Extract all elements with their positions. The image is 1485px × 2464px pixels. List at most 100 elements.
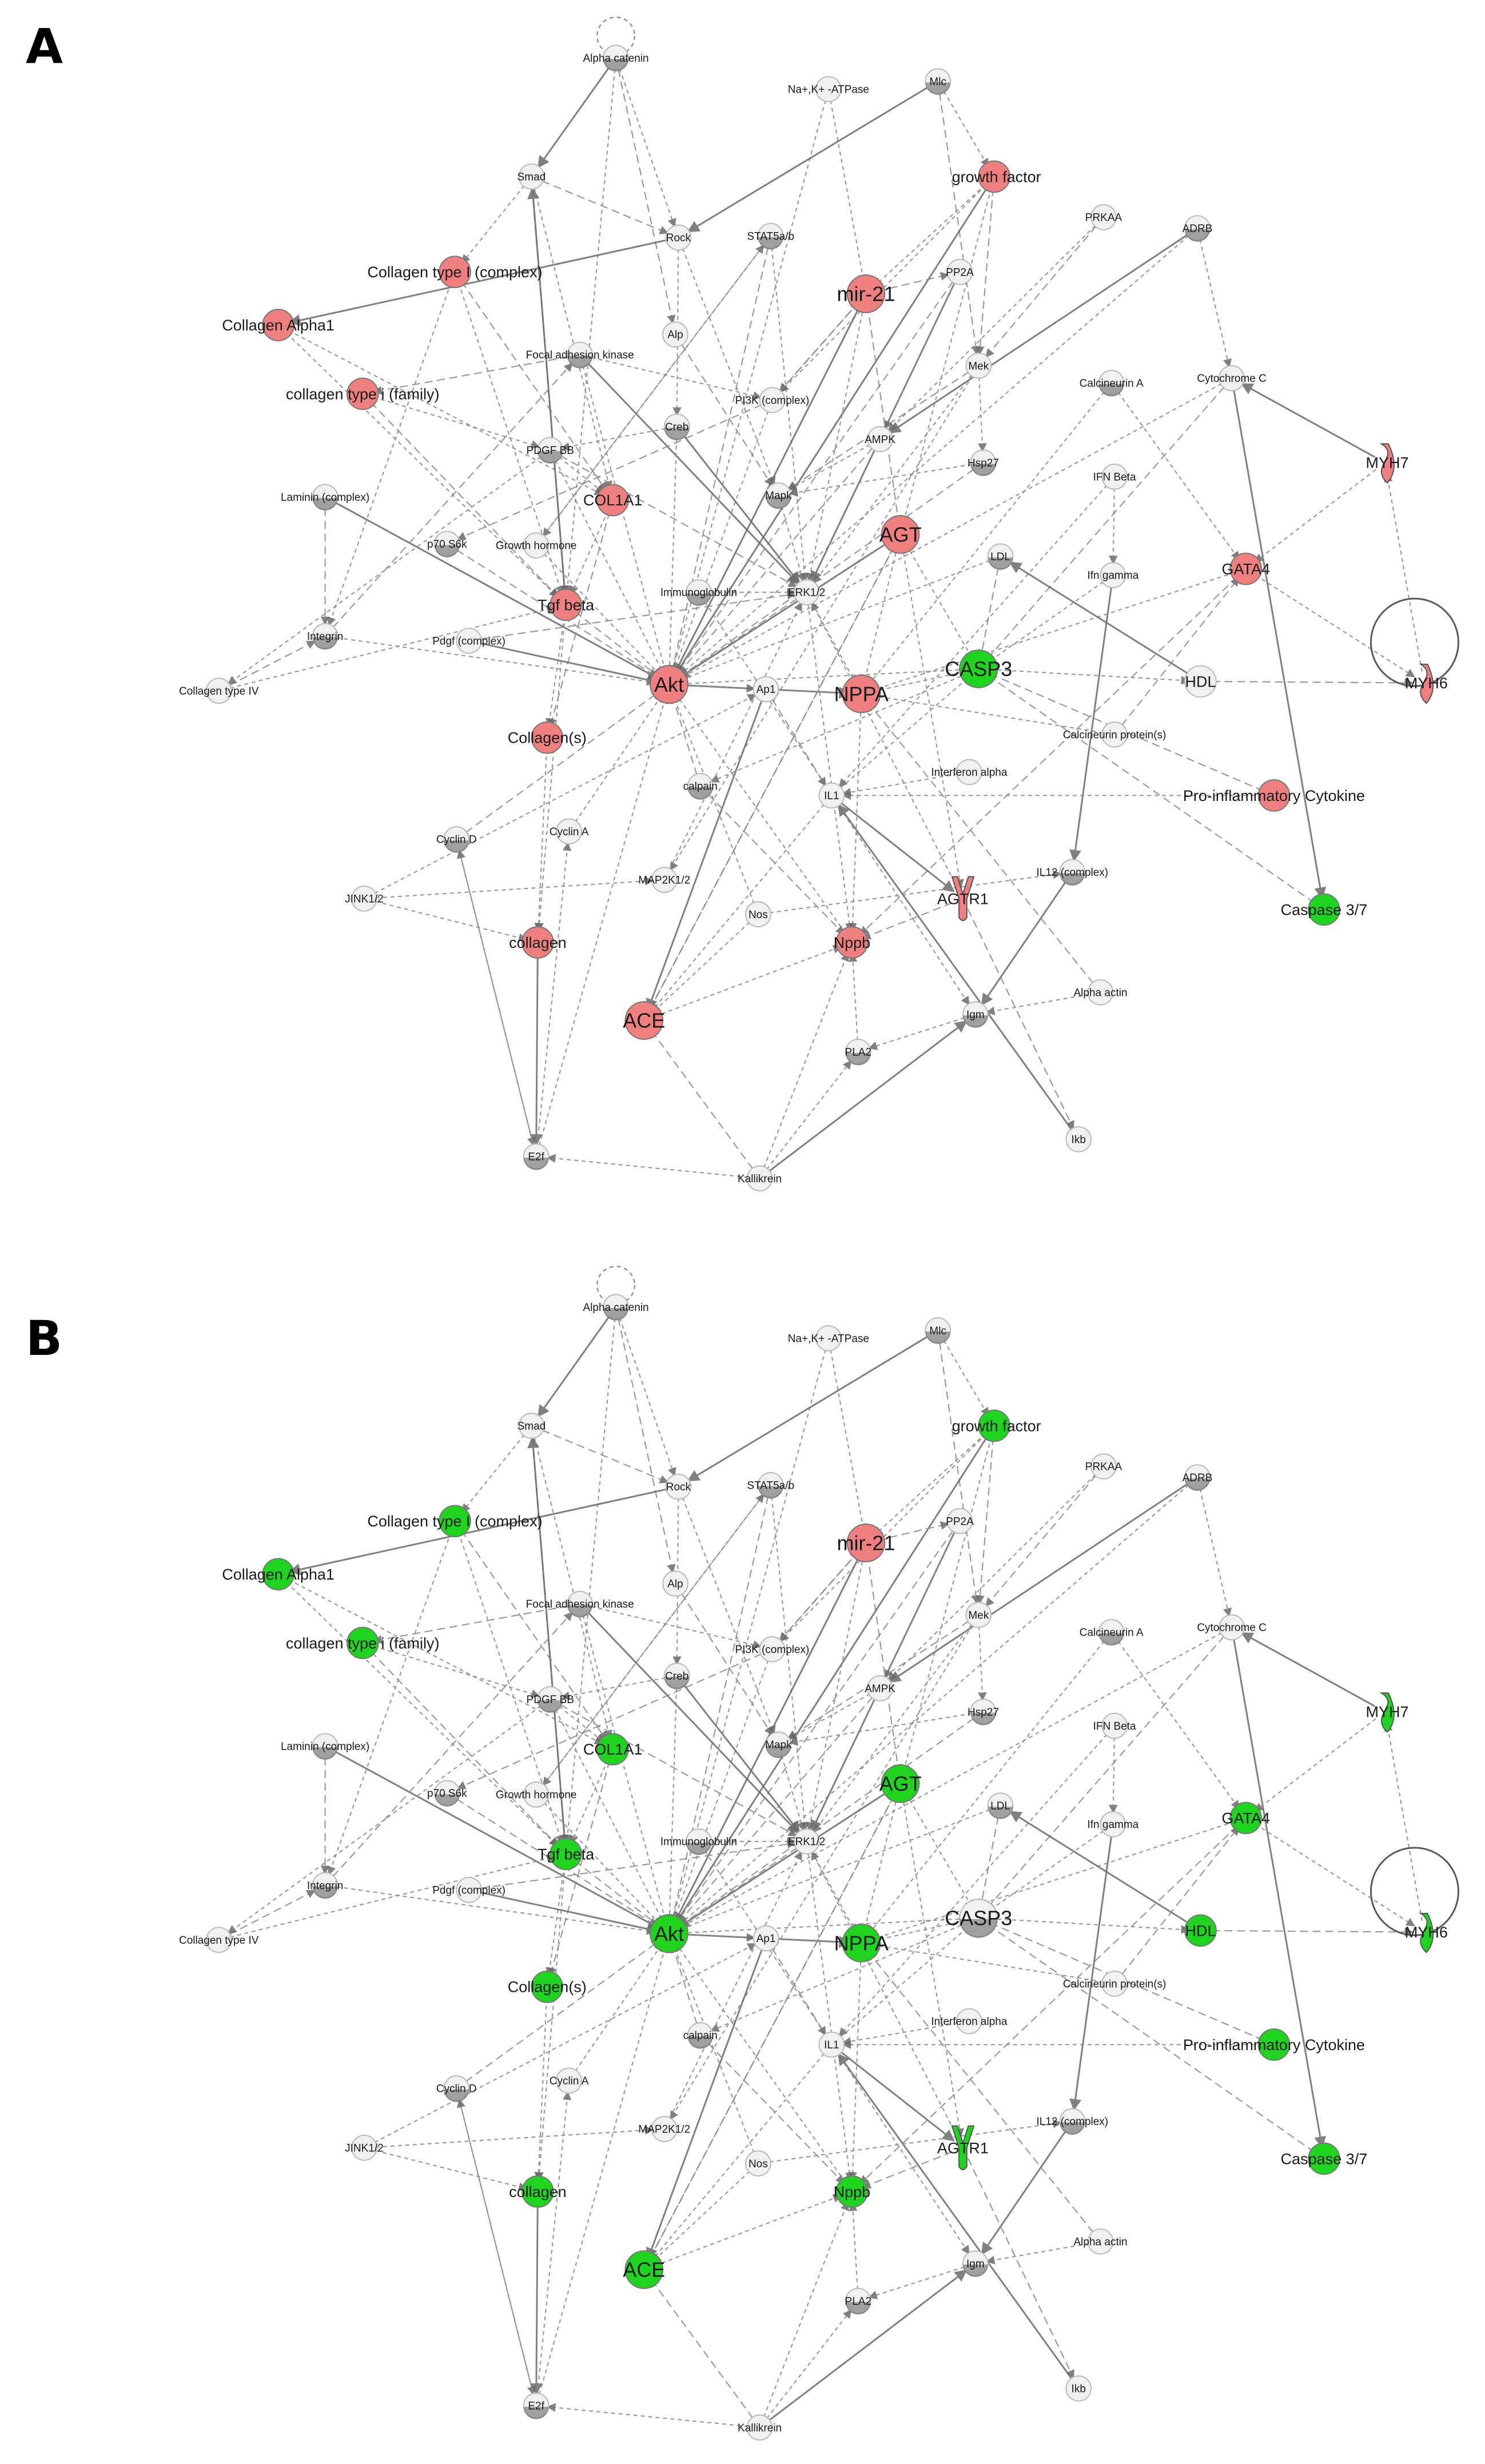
interaction-edge — [228, 640, 316, 687]
node-arrowhead-cluster — [434, 1794, 460, 1807]
interaction-edge — [771, 247, 809, 582]
interaction-edge — [527, 1436, 566, 1843]
interaction-edge — [373, 1645, 540, 1698]
interaction-edge — [675, 1530, 954, 1925]
node-arrowhead-cluster — [1185, 1478, 1210, 1491]
node-label: PI3K (complex) — [735, 394, 810, 406]
interaction-edge — [985, 386, 1225, 661]
node-shape — [346, 377, 379, 410]
self-loop-edge — [596, 16, 635, 55]
node-alp: Alp — [662, 321, 688, 348]
interaction-edge — [678, 540, 891, 679]
node-adrb: ADRB — [1183, 1464, 1212, 1491]
interaction-edge — [465, 1940, 661, 2083]
interaction-edge — [678, 383, 1223, 680]
node-label: Ifn gamma — [1088, 570, 1139, 582]
node-arrowhead-cluster — [1098, 1633, 1124, 1646]
node-label: COL1A1 — [583, 1741, 643, 1758]
interaction-edge — [678, 1847, 798, 1928]
node-label: AGTR1 — [937, 890, 989, 907]
interaction-edge — [867, 1640, 1105, 1935]
node-label: PLA2 — [845, 2295, 871, 2307]
interaction-edge — [555, 460, 664, 675]
interaction-edge — [682, 248, 776, 486]
node-label: calpain — [683, 2030, 718, 2042]
node-arrowhead-cluster — [603, 59, 628, 72]
interaction-edge — [1121, 577, 1240, 726]
node-label: Immunoglobulin — [660, 587, 737, 599]
node-label: Collagen(s) — [508, 729, 587, 747]
interaction-edge — [678, 468, 974, 679]
interaction-edge — [374, 1943, 757, 2143]
interaction-edge — [884, 282, 956, 430]
node-label: Focal adhesion kinase — [526, 349, 634, 361]
node-hsp27: Hsp27 — [968, 1699, 999, 1726]
node-shape — [1101, 1970, 1128, 1997]
interaction-edge — [842, 2022, 958, 2046]
node-label: STAT5a/b — [747, 1480, 794, 1492]
interaction-edge — [680, 1933, 756, 1942]
interaction-edge — [1109, 488, 1118, 565]
interaction-edge — [680, 1915, 968, 1934]
interaction-edge — [670, 99, 826, 675]
node-label: NPPA — [834, 682, 889, 705]
interaction-edge — [676, 235, 1189, 678]
node-arrowhead-cluster — [538, 1700, 563, 1713]
node-label: AGTR1 — [937, 2139, 989, 2156]
interaction-edge — [839, 676, 971, 789]
node-label: Igm — [966, 1009, 985, 1021]
node-arrowhead-cluster — [766, 496, 791, 509]
node-label: AGT — [879, 1772, 922, 1796]
node-label: Interferon alpha — [931, 767, 1008, 779]
myh6-self-loop — [1369, 597, 1460, 687]
interaction-edge — [670, 1349, 826, 1924]
interaction-edge — [537, 66, 610, 169]
interaction-edge — [981, 881, 1067, 1006]
node-label: Ikb — [1072, 2383, 1086, 2395]
interaction-edge — [1254, 469, 1376, 563]
interaction-edge — [861, 1795, 898, 1933]
node-collagen_alpha1: Collagen Alpha1 — [222, 1558, 335, 1590]
node-label: IL12 (complex) — [1036, 2116, 1108, 2128]
interaction-edge — [563, 1318, 616, 1844]
interaction-edge — [542, 1493, 765, 1786]
node-label: p70 S6k — [427, 1788, 467, 1800]
interaction-edge — [456, 404, 762, 540]
node-label: Collagen type IV — [179, 1935, 259, 1947]
interaction-edge — [901, 545, 964, 888]
interaction-edge — [769, 870, 1062, 914]
node-p70s6k: p70 S6k — [427, 531, 467, 558]
interaction-edge — [665, 1687, 678, 1923]
interaction-edge — [674, 1434, 989, 1925]
node-label: Growth hormone — [496, 1789, 577, 1801]
node-label: Igm — [966, 2258, 985, 2270]
node-label: MYH7 — [1366, 1704, 1409, 1721]
node-nos: Nos — [745, 901, 771, 928]
interaction-edge — [545, 1865, 565, 1977]
node-mir21: mir-21 — [837, 1524, 895, 1562]
node-label: Collagen type I (complex) — [367, 1513, 542, 1530]
interaction-edge — [978, 1816, 999, 1908]
interaction-edge — [1255, 1823, 1415, 1927]
node-agt: AGT — [879, 515, 922, 554]
node-shape — [1219, 1614, 1245, 1641]
interaction-edge — [542, 244, 765, 537]
interaction-edge — [771, 1496, 809, 1831]
interaction-edge — [654, 2194, 842, 2267]
node-adrb: ADRB — [1183, 215, 1212, 242]
node-collagen_alpha1: Collagen Alpha1 — [222, 309, 335, 341]
interaction-edge — [332, 1612, 573, 1877]
interaction-edge — [650, 1028, 754, 1170]
node-alpha_actin: Alpha actin — [1074, 2228, 1128, 2255]
node-shape — [759, 1636, 786, 1662]
node-pdgf_bb: PDGF BB — [527, 437, 574, 464]
interaction-edge — [671, 1660, 769, 1924]
node-shape — [456, 1876, 482, 1903]
node-label: PP2A — [946, 266, 974, 278]
node-label: Akt — [654, 673, 684, 696]
interaction-edge — [375, 2150, 528, 2191]
interaction-edge — [457, 849, 534, 1146]
node-igm: Igm — [962, 1001, 989, 1028]
node-arrowhead-cluster — [312, 498, 338, 511]
node-label: MAP2K1/2 — [638, 875, 690, 887]
